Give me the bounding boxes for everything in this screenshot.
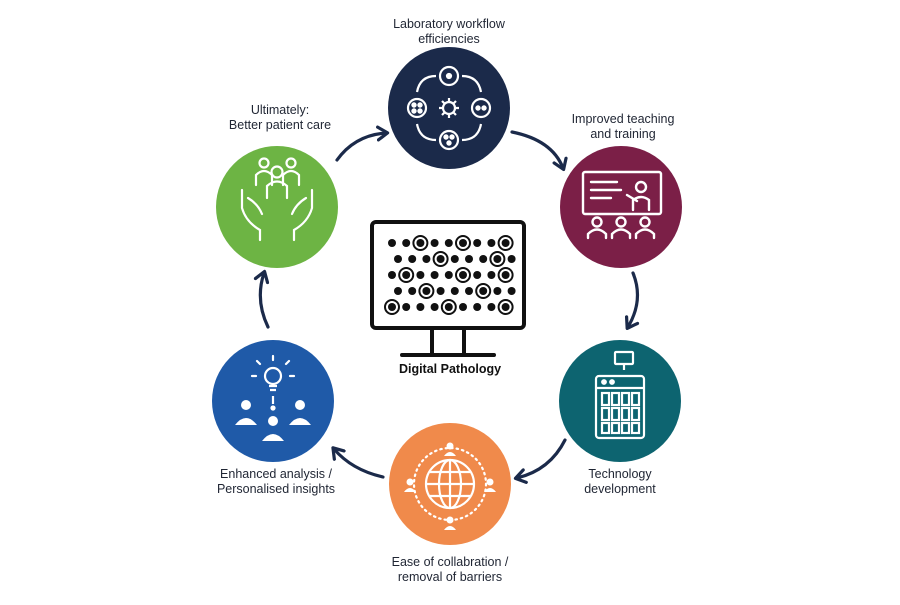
tissue-dot	[422, 255, 431, 263]
tissue-ring	[497, 267, 514, 283]
tissue-dot	[444, 303, 453, 311]
tissue-dot	[465, 287, 473, 295]
node-lab-workflow	[388, 47, 510, 169]
tissue-ring	[432, 251, 449, 267]
tissue-dot	[430, 239, 439, 247]
tissue-dot	[487, 271, 496, 279]
tissue-dot	[388, 271, 396, 279]
tissue-dot	[459, 271, 467, 279]
label-collaboration: Ease of collabration /removal of barrier…	[391, 555, 509, 584]
tissue-dot	[487, 303, 496, 311]
lightbulb-people-icon	[235, 354, 311, 441]
tissue-dot	[450, 287, 459, 295]
tissue-dot	[444, 239, 453, 247]
tissue-dot	[416, 271, 425, 279]
globe-network-icon	[404, 442, 496, 530]
tissue-dot-grid	[384, 235, 516, 315]
tissue-dot	[459, 303, 467, 311]
tissue-dot	[394, 255, 402, 263]
arrow-patient-to-lab	[335, 125, 390, 162]
presentation-icon	[581, 170, 663, 240]
slide-scanner-icon	[594, 350, 646, 440]
tissue-dot	[422, 287, 431, 295]
tissue-dot	[473, 239, 482, 247]
tissue-dot	[507, 287, 516, 295]
arrow-teach-to-tech	[624, 271, 640, 330]
tissue-dot	[444, 271, 453, 279]
monitor-slide-icon	[370, 220, 526, 357]
tissue-dot	[465, 255, 473, 263]
tissue-dot	[487, 239, 496, 247]
tissue-dot	[459, 239, 467, 247]
tissue-dot	[402, 271, 411, 279]
tissue-ring	[475, 283, 492, 299]
tissue-ring	[418, 283, 435, 299]
tissue-ring	[455, 267, 471, 283]
tissue-dot	[501, 271, 510, 279]
tissue-ring	[455, 235, 471, 251]
node-teaching	[560, 146, 682, 268]
tissue-dot	[450, 255, 459, 263]
tissue-dot	[402, 303, 411, 311]
tissue-dot	[501, 303, 510, 311]
tissue-dot	[479, 255, 488, 263]
tissue-dot	[436, 287, 445, 295]
tissue-dot	[430, 271, 439, 279]
node-patient-care	[216, 146, 338, 268]
label-analysis: Enhanced analysis /Personalised insights	[216, 467, 336, 496]
tissue-dot	[493, 255, 502, 263]
tissue-ring	[384, 299, 400, 315]
arrow-tech-to-collab	[513, 438, 567, 484]
tissue-dot	[493, 287, 502, 295]
tissue-dot	[416, 239, 425, 247]
tissue-dot	[402, 239, 411, 247]
tissue-dot	[501, 239, 510, 247]
tissue-dot	[408, 255, 417, 263]
tissue-dot	[394, 287, 402, 295]
tissue-dot	[479, 287, 488, 295]
tissue-dot	[473, 303, 482, 311]
hands-people-icon	[240, 157, 314, 242]
center-title: Digital Pathology	[398, 362, 502, 376]
tissue-dot	[388, 239, 396, 247]
tissue-ring	[497, 299, 514, 315]
node-technology	[559, 340, 681, 462]
arrow-lab-to-teach	[510, 130, 568, 172]
tissue-dot	[473, 271, 482, 279]
tissue-dot	[388, 303, 396, 311]
label-patient-care: Ultimately:Better patient care	[228, 103, 332, 132]
node-analysis	[212, 340, 334, 462]
tissue-ring	[412, 235, 429, 251]
tissue-dot	[430, 303, 439, 311]
tissue-dot	[436, 255, 445, 263]
cycle-arrows	[253, 125, 640, 484]
tissue-ring	[489, 251, 506, 267]
workflow-gear-icon	[406, 65, 492, 151]
tissue-ring	[440, 299, 457, 315]
tissue-dot	[507, 255, 516, 263]
tissue-dot	[408, 287, 417, 295]
arrow-analysis-to-patient	[253, 269, 270, 329]
tissue-dot	[416, 303, 425, 311]
tissue-ring	[497, 235, 514, 251]
arrow-collab-to-analysis	[331, 446, 385, 479]
node-collaboration	[389, 423, 511, 545]
tissue-ring	[398, 267, 415, 283]
